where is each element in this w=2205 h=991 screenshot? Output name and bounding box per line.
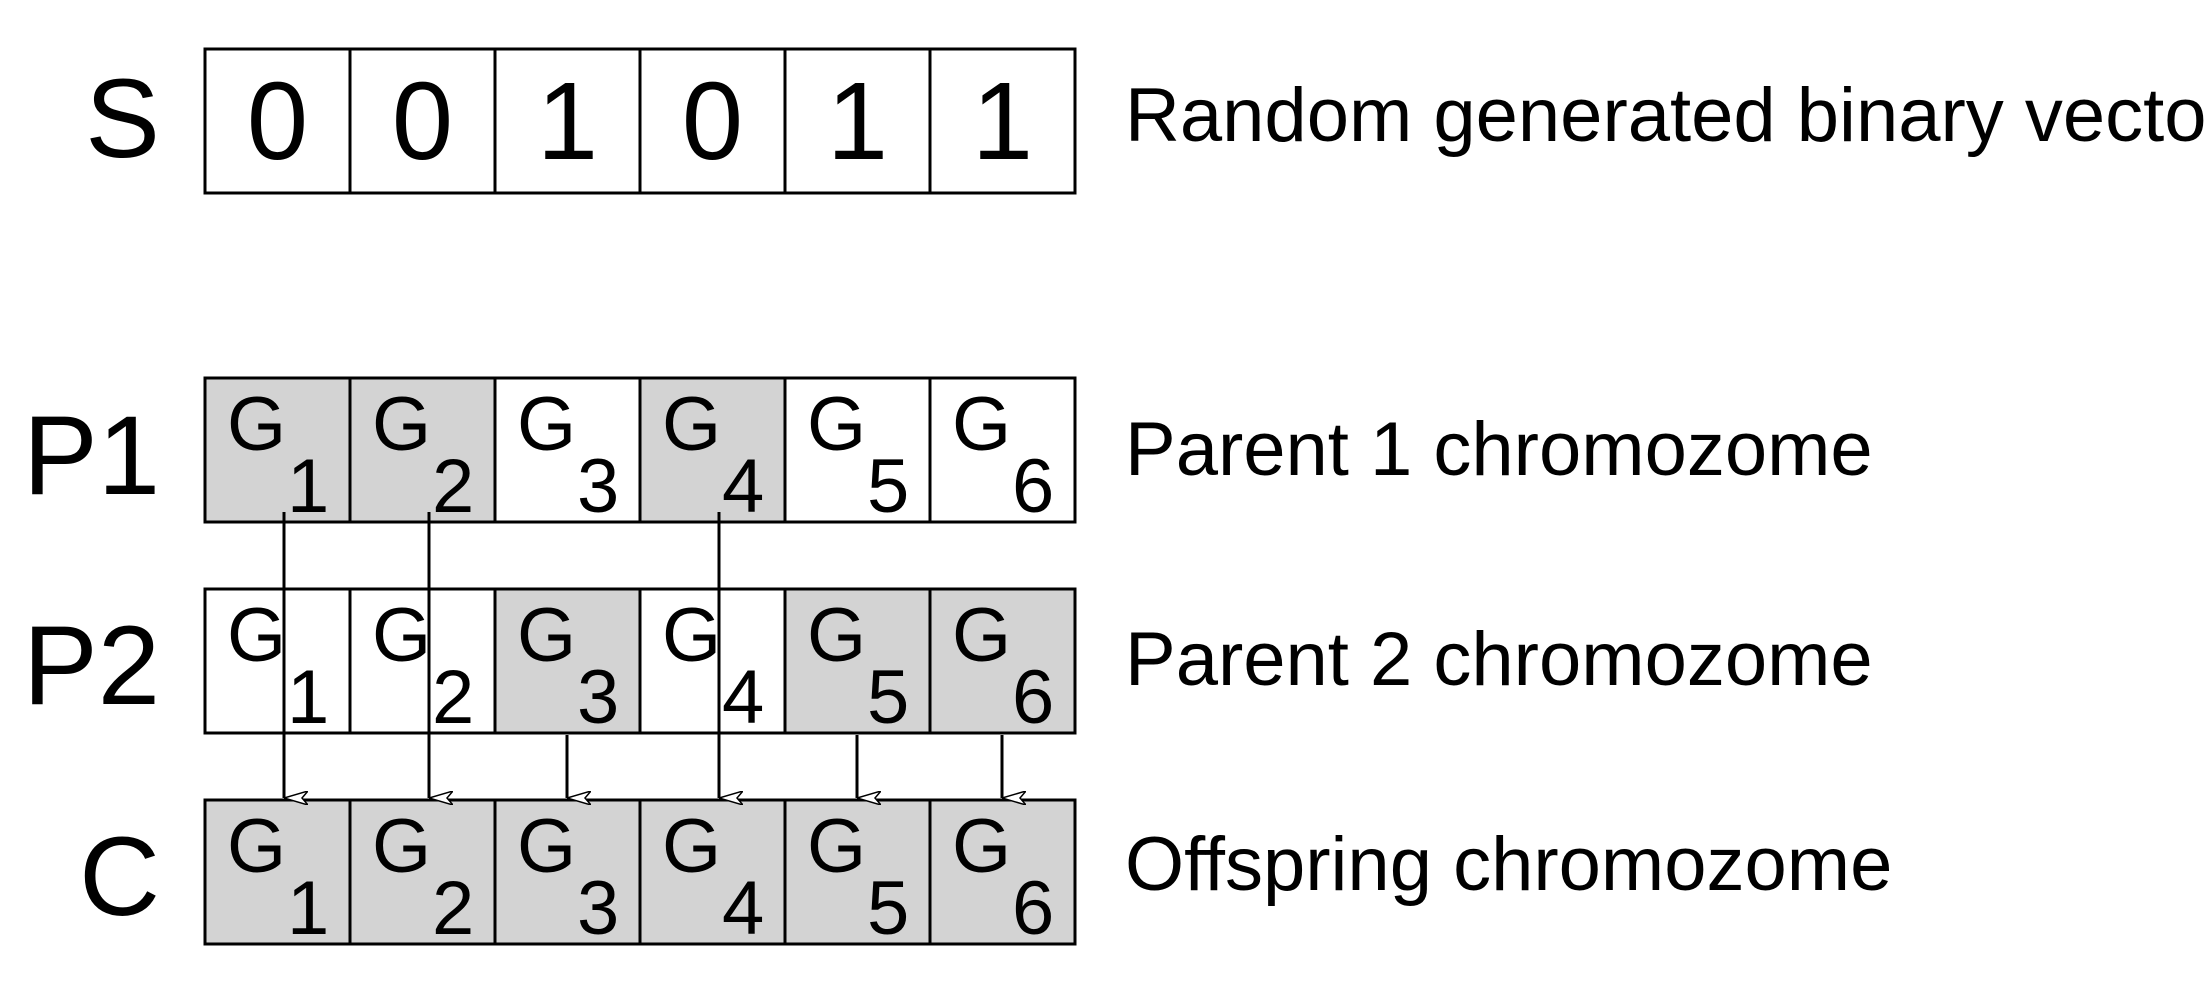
s-bit-value: 1: [827, 60, 888, 183]
p2-gene-cell: [928, 587, 1077, 735]
p2-gene-subscript: 6: [1012, 655, 1054, 740]
p1-gene-letter: G: [952, 382, 1011, 467]
p2-gene-subscript: 4: [722, 655, 764, 740]
p2-gene-letter: G: [662, 593, 721, 678]
row-label-c: C: [79, 814, 160, 939]
row-description-p2: Parent 2 chromozome: [1125, 617, 1873, 702]
p2-gene-letter: G: [807, 593, 866, 678]
s-bit-cell: [348, 47, 497, 195]
s-bit-value: 0: [682, 60, 743, 183]
p1-gene-subscript: 3: [577, 444, 619, 529]
c-gene-letter: G: [807, 804, 866, 889]
p2-gene-subscript: 2: [432, 655, 474, 740]
c-gene-letter: G: [372, 804, 431, 889]
s-bit-cell: [928, 47, 1077, 195]
c-gene-cell: [203, 798, 352, 946]
s-bit-value: 1: [537, 60, 598, 183]
p1-gene-cell: [928, 376, 1077, 524]
p1-gene-letter: G: [517, 382, 576, 467]
c-gene-letter: G: [952, 804, 1011, 889]
p1-gene-letter: G: [372, 382, 431, 467]
row-label-s: S: [85, 56, 160, 181]
p1-gene-letter: G: [227, 382, 286, 467]
p1-gene-subscript: 5: [867, 444, 909, 529]
p2-gene-subscript: 1: [287, 655, 329, 740]
p2-gene-letter: G: [372, 593, 431, 678]
s-bit-cell: [493, 47, 642, 195]
row-label-p2: P2: [23, 603, 160, 728]
c-gene-cell: [348, 798, 497, 946]
s-bit-value: 1: [972, 60, 1033, 183]
p2-gene-subscript: 5: [867, 655, 909, 740]
p2-gene-letter: G: [517, 593, 576, 678]
p2-gene-letter: G: [227, 593, 286, 678]
c-gene-cell: [493, 798, 642, 946]
p2-gene-cell: [783, 587, 932, 735]
s-bit-value: 0: [247, 60, 308, 183]
p1-gene-cell: [493, 376, 642, 524]
p1-gene-subscript: 6: [1012, 444, 1054, 529]
p1-gene-cell: [348, 376, 497, 524]
c-gene-letter: G: [662, 804, 721, 889]
p1-gene-letter: G: [662, 382, 721, 467]
c-gene-subscript: 2: [432, 866, 474, 951]
s-bit-cell: [203, 47, 352, 195]
p2-gene-letter: G: [952, 593, 1011, 678]
row-description-c: Offspring chromozome: [1125, 822, 1892, 907]
c-gene-subscript: 4: [722, 866, 764, 951]
row-description-s: Random generated binary vector: [1125, 73, 2205, 158]
p1-gene-cell: [638, 376, 787, 524]
p2-gene-cell: [203, 587, 352, 735]
arrows-layer: [282, 512, 1002, 798]
p1-gene-subscript: 1: [287, 444, 329, 529]
c-gene-letter: G: [517, 804, 576, 889]
p1-gene-cell: [203, 376, 352, 524]
c-gene-subscript: 6: [1012, 866, 1054, 951]
c-gene-cell: [783, 798, 932, 946]
c-gene-letter: G: [227, 804, 286, 889]
p2-gene-cell: [348, 587, 497, 735]
p2-gene-cell: [638, 587, 787, 735]
p1-gene-subscript: 4: [722, 444, 764, 529]
c-gene-cell: [638, 798, 787, 946]
c-gene-subscript: 3: [577, 866, 619, 951]
s-bit-value: 0: [392, 60, 453, 183]
c-gene-cell: [928, 798, 1077, 946]
s-bit-cell: [783, 47, 932, 195]
c-gene-subscript: 1: [287, 866, 329, 951]
c-gene-subscript: 5: [867, 866, 909, 951]
row-description-p1: Parent 1 chromozome: [1125, 407, 1873, 492]
p2-gene-subscript: 3: [577, 655, 619, 740]
p1-gene-letter: G: [807, 382, 866, 467]
row-label-p1: P1: [23, 393, 160, 518]
p1-gene-subscript: 2: [432, 444, 474, 529]
